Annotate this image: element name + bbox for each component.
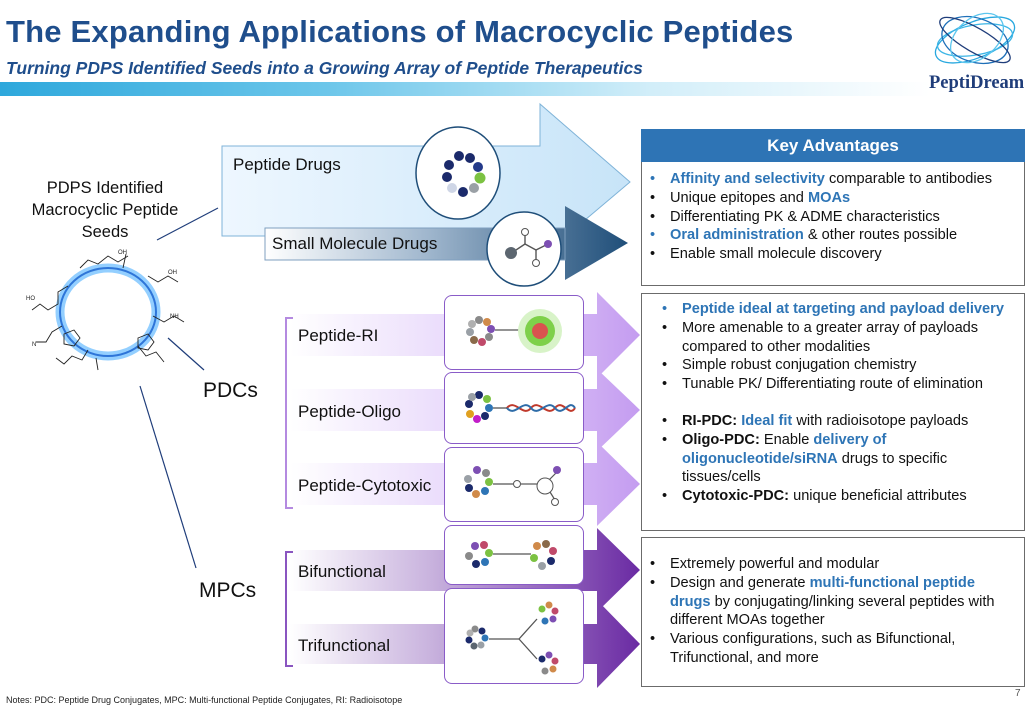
peptidream-logo-icon: [934, 12, 1016, 65]
pdc-bullet-conjugation: Simple robust conjugation chemistry: [662, 356, 1014, 375]
peptide-cytotoxic-label: Peptide-Cytotoxic: [298, 476, 432, 495]
peptide-drugs-label: Peptide Drugs: [233, 155, 341, 174]
peptide-oligo-label: Peptide-Oligo: [298, 402, 402, 421]
svg-text:OH: OH: [168, 270, 177, 276]
mpcs-label: MPCs: [199, 579, 257, 602]
pdc-advantages-panel: Peptide ideal at targeting and payload d…: [641, 293, 1025, 531]
title-underline-bar: [0, 82, 930, 96]
bifunctional-icon: [465, 540, 557, 570]
mpc-bullet-modular: Extremely powerful and modular: [650, 555, 1016, 574]
pdc-bullet-targeting: Peptide ideal at targeting and payload d…: [662, 300, 1014, 319]
mpc-advantages-panel: Extremely powerful and modular Design an…: [641, 537, 1025, 687]
ka-bullet-small-molecule: Enable small molecule discovery: [650, 245, 1024, 264]
logo-text: PeptiDream: [929, 73, 1025, 93]
pdc-bullet-pk: Tunable PK/ Differentiating route of eli…: [662, 375, 1014, 394]
svg-text:HO: HO: [26, 296, 35, 302]
ka-bullet-oral: Oral administration & other routes possi…: [650, 226, 1024, 245]
svg-text:N: N: [32, 342, 36, 348]
pdc-bullet-ri: RI-PDC: Ideal fit with radioisotope payl…: [662, 412, 1014, 431]
page-title: The Expanding Applications of Macrocycli…: [6, 14, 794, 49]
ka-bullet-affinity: Affinity and selectivity comparable to a…: [650, 170, 1024, 189]
pdc-bullet-payloads: More amenable to a greater array of payl…: [662, 319, 1014, 357]
trifunctional-label: Trifunctional: [298, 636, 390, 655]
pdc-bullet-oligo: Oligo-PDC: Enable delivery of oligonucle…: [662, 431, 1014, 487]
pdc-bullet-cytotoxic: Cytotoxic-PDC: unique beneficial attribu…: [662, 487, 1014, 506]
macrocycle-structure-icon: HO OH NH N OH: [26, 250, 185, 371]
svg-text:NH: NH: [170, 314, 179, 320]
page-number: 7: [1015, 688, 1021, 699]
radioisotope-icon: [466, 309, 562, 353]
ka-bullet-epitopes: Unique epitopes and MOAs: [650, 189, 1024, 208]
cytotoxic-molecule-icon: [464, 466, 561, 506]
peptide-ri-label: Peptide-RI: [298, 326, 379, 345]
svg-text:OH: OH: [118, 250, 127, 256]
small-molecule-arrow: [265, 206, 628, 280]
dna-helix-icon: [465, 391, 576, 423]
mpc-bullet-design: Design and generate multi-functional pep…: [650, 574, 1016, 630]
ka-bullet-pk: Differentiating PK & ADME characteristic…: [650, 208, 1024, 227]
key-advantages-header: Key Advantages: [641, 129, 1025, 162]
mpc-bullet-configurations: Various configurations, such as Bifuncti…: [650, 630, 1016, 668]
seed-label: PDPS Identified Macrocyclic Peptide Seed…: [31, 179, 179, 241]
trifunctional-icon: [465, 601, 559, 675]
peptide-oligo-image: [444, 372, 584, 444]
peptide-ring-icon: [415, 126, 501, 220]
footnote: Notes: PDC: Peptide Drug Conjugates, MPC…: [6, 695, 403, 705]
peptide-cytotoxic-image: [444, 447, 584, 522]
page-subtitle: Turning PDPS Identified Seeds into a Gro…: [6, 58, 643, 78]
bifunctional-image: [444, 525, 584, 585]
peptide-ri-image: [444, 295, 584, 370]
pdcs-label: PDCs: [203, 379, 258, 402]
trifunctional-image: [444, 588, 584, 684]
small-molecule-icon: [486, 211, 562, 287]
bifunctional-label: Bifunctional: [298, 562, 386, 581]
small-molecule-drugs-label: Small Molecule Drugs: [272, 234, 438, 253]
